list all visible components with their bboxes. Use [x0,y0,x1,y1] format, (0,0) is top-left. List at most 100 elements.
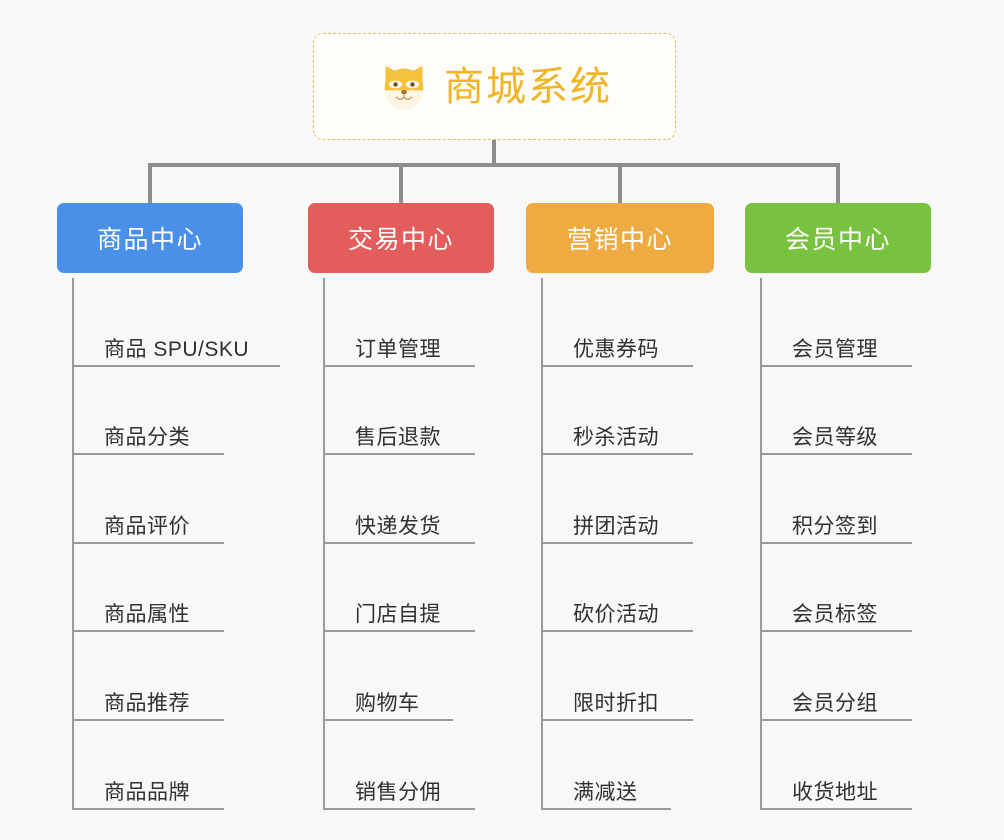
leaf-label: 满减送 [573,780,638,804]
leaf-label: 商品分类 [104,426,190,450]
leaf-label: 门店自提 [355,603,441,627]
leaf-label: 快递发货 [355,514,441,538]
category-box-4[interactable]: 会员中心 [745,203,931,273]
leaf-underline [323,453,475,456]
leaf-list: 会员管理会员等级积分签到会员标签会员分组收货地址 [760,278,912,810]
branch-column-3: 优惠券码秒杀活动拼团活动砍价活动限时折扣满减送 [541,278,693,810]
leaf-item[interactable]: 快递发货 [323,455,475,544]
branch-spine [323,278,325,810]
branch-spine [760,278,762,810]
leaf-item[interactable]: 商品分类 [72,367,259,456]
leaf-underline [541,807,671,810]
leaf-underline [72,807,224,810]
leaf-list: 优惠券码秒杀活动拼团活动砍价活动限时折扣满减送 [541,278,693,810]
leaf-underline [760,630,912,633]
leaf-underline [323,364,475,367]
branch-column-1: 商品 SPU/SKU 商品分类商品评价商品属性商品推荐商品品牌 [72,278,280,810]
leaf-item[interactable]: 商品 SPU/SKU [72,278,280,367]
branch-drop-connector-1 [148,163,152,205]
leaf-item[interactable]: 销售分佣 [323,721,475,810]
leaf-label: 积分签到 [792,514,878,538]
category-label: 商品中心 [96,226,203,254]
leaf-label: 订单管理 [355,337,441,361]
leaf-item[interactable]: 订单管理 [323,278,475,367]
leaf-item[interactable]: 砍价活动 [541,544,693,633]
leaf-label: 销售分佣 [355,780,441,804]
leaf-underline [760,718,912,721]
leaf-list: 商品 SPU/SKU 商品分类商品评价商品属性商品推荐商品品牌 [72,278,280,810]
leaf-item[interactable]: 会员分组 [760,632,912,721]
leaf-label: 购物车 [355,691,420,715]
leaf-label: 优惠券码 [573,337,659,361]
leaf-label: 商品推荐 [104,691,190,715]
leaf-underline [323,718,453,721]
category-box-2[interactable]: 交易中心 [308,203,494,273]
branch-spine [541,278,543,810]
branch-drop-connector-4 [836,163,840,205]
leaf-underline [541,718,693,721]
leaf-list: 订单管理售后退款快递发货门店自提购物车销售分佣 [323,278,475,810]
category-label: 会员中心 [784,226,891,254]
leaf-item[interactable]: 售后退款 [323,367,475,456]
leaf-item[interactable]: 购物车 [323,632,453,721]
leaf-label: 商品品牌 [104,780,190,804]
leaf-underline [72,453,224,456]
leaf-underline [760,807,912,810]
leaf-item[interactable]: 会员管理 [760,278,912,367]
leaf-label: 商品评价 [104,514,190,538]
horizontal-bus-connector [148,163,840,167]
branch-column-2: 订单管理售后退款快递发货门店自提购物车销售分佣 [323,278,475,810]
leaf-underline [72,630,224,633]
leaf-item[interactable]: 秒杀活动 [541,367,693,456]
leaf-label: 会员等级 [792,426,878,450]
leaf-label: 会员分组 [792,691,878,715]
category-box-3[interactable]: 营销中心 [526,203,714,273]
leaf-label: 砍价活动 [573,603,659,627]
leaf-item[interactable]: 限时折扣 [541,632,693,721]
leaf-item[interactable]: 收货地址 [760,721,912,810]
leaf-item[interactable]: 商品品牌 [72,721,259,810]
branch-spine [72,278,74,810]
leaf-underline [760,541,912,544]
leaf-label: 会员标签 [792,603,878,627]
leaf-label: 会员管理 [792,337,878,361]
leaf-item[interactable]: 拼团活动 [541,455,693,544]
category-box-1[interactable]: 商品中心 [57,203,243,273]
leaf-underline [541,630,693,633]
leaf-label: 限时折扣 [573,691,659,715]
root-title: 商城系统 [444,64,612,109]
category-label: 交易中心 [347,226,454,254]
leaf-underline [323,541,475,544]
leaf-underline [541,453,693,456]
leaf-label: 售后退款 [355,426,441,450]
leaf-underline [323,630,475,633]
leaf-label: 拼团活动 [573,514,659,538]
leaf-item[interactable]: 商品评价 [72,455,259,544]
root-stem-connector [492,140,496,165]
category-label: 营销中心 [566,226,673,254]
leaf-label: 商品 SPU/SKU [104,337,250,361]
leaf-item[interactable]: 积分签到 [760,455,912,544]
leaf-underline [541,541,693,544]
leaf-underline [760,453,912,456]
leaf-item[interactable]: 优惠券码 [541,278,693,367]
leaf-underline [323,807,475,810]
leaf-label: 收货地址 [792,780,878,804]
leaf-item[interactable]: 商品推荐 [72,632,259,721]
leaf-item[interactable]: 商品属性 [72,544,259,633]
leaf-item[interactable]: 门店自提 [323,544,475,633]
leaf-underline [72,364,280,367]
leaf-underline [72,718,224,721]
branch-column-4: 会员管理会员等级积分签到会员标签会员分组收货地址 [760,278,912,810]
root-node[interactable]: 商城系统 [313,33,676,140]
leaf-underline [760,364,912,367]
shiba-dog-face-icon [377,60,431,114]
leaf-item[interactable]: 会员标签 [760,544,912,633]
leaf-label: 秒杀活动 [573,426,659,450]
branch-drop-connector-3 [618,163,622,205]
leaf-underline [72,541,224,544]
leaf-item[interactable]: 会员等级 [760,367,912,456]
leaf-underline [541,364,693,367]
leaf-item[interactable]: 满减送 [541,721,671,810]
